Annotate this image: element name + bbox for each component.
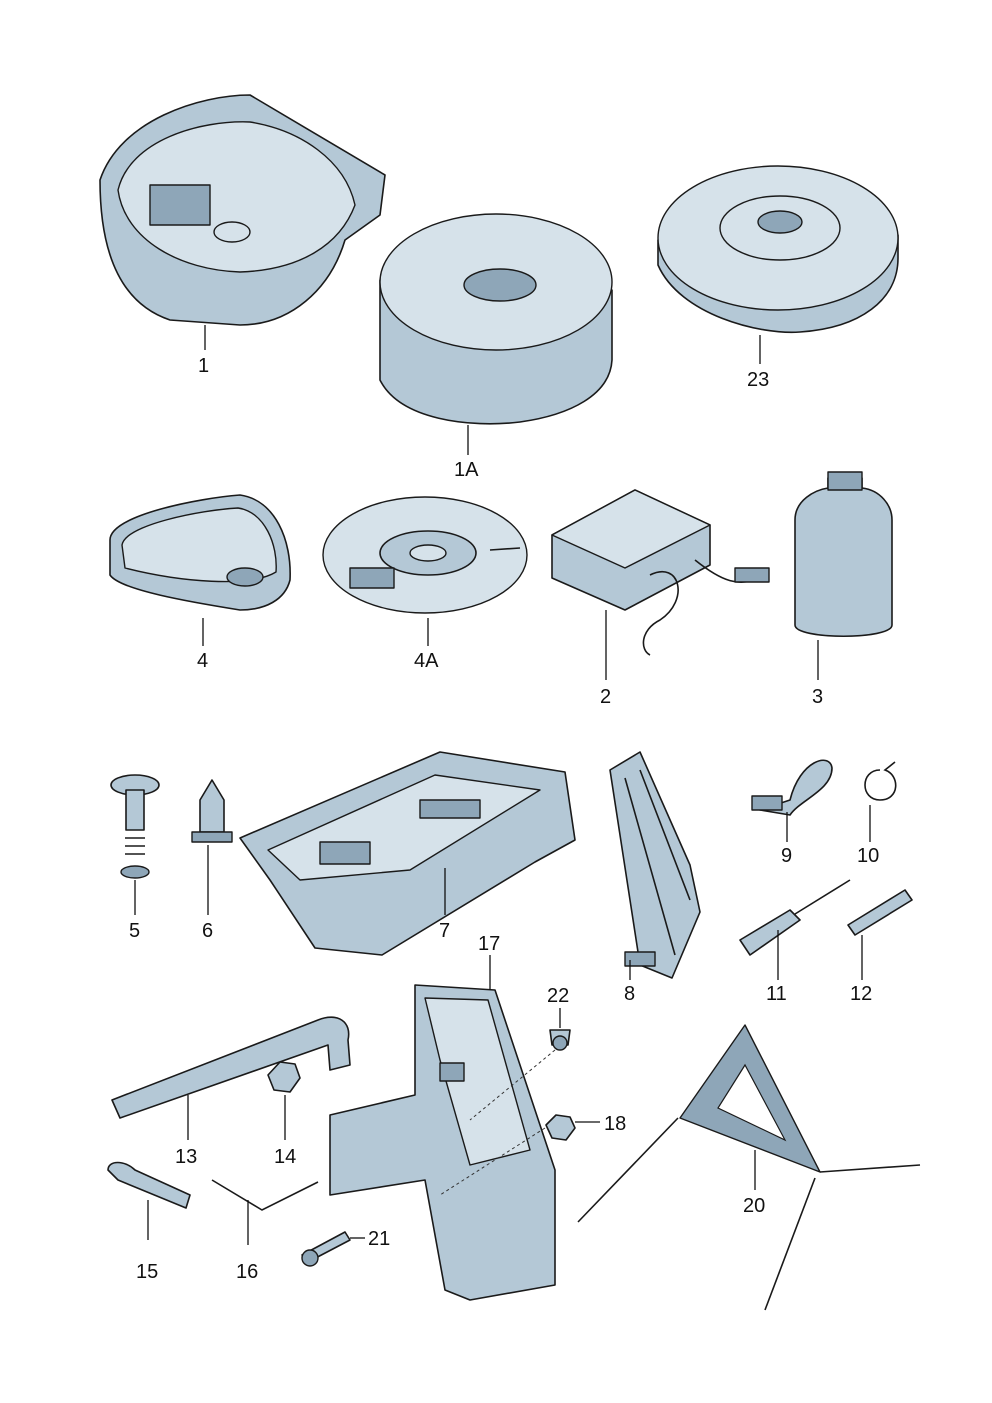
part-2-tyre-compressor xyxy=(551,489,770,656)
part-17-jack-holder xyxy=(329,984,556,1301)
part-4a-round-cover xyxy=(322,496,528,614)
part-22-clip xyxy=(549,1029,571,1051)
callout-1a: 1A xyxy=(454,459,479,481)
part-1-wheel-well-tray xyxy=(99,94,386,326)
callout-10: 10 xyxy=(857,845,879,867)
callout-4: 4 xyxy=(197,650,208,672)
callout-17: 17 xyxy=(478,933,500,955)
part-20-warning-triangle xyxy=(577,1024,921,1311)
part-7-tool-insert xyxy=(239,751,576,956)
part-4-tray xyxy=(109,494,291,611)
part-6-clip xyxy=(191,779,233,843)
callout-11: 11 xyxy=(766,983,787,1005)
part-16-hex-key xyxy=(211,1179,319,1211)
callout-20: 20 xyxy=(743,1195,765,1217)
callout-8: 8 xyxy=(624,983,635,1005)
part-10-spring-clip xyxy=(864,761,897,801)
part-1a-round-insert xyxy=(379,213,613,425)
callout-21: 21 xyxy=(368,1228,390,1250)
part-8-car-jack xyxy=(609,751,701,979)
part-21-screw xyxy=(301,1231,351,1267)
part-18-nut xyxy=(545,1114,576,1141)
part-23-wheel-cover xyxy=(657,165,899,334)
callout-2: 2 xyxy=(600,686,611,708)
callout-13: 13 xyxy=(175,1146,197,1168)
part-13-wheel-wrench xyxy=(111,1016,351,1119)
callout-23: 23 xyxy=(747,369,769,391)
callout-22: 22 xyxy=(547,985,569,1007)
part-12-pin xyxy=(847,889,913,936)
callout-1: 1 xyxy=(198,355,209,377)
callout-7: 7 xyxy=(439,920,450,942)
part-15-hook xyxy=(107,1161,191,1209)
callout-9: 9 xyxy=(781,845,792,867)
part-9-towing-eye xyxy=(751,759,833,816)
callout-4a: 4A xyxy=(414,650,439,672)
callout-14: 14 xyxy=(274,1146,296,1168)
callout-6: 6 xyxy=(202,920,213,942)
callout-3: 3 xyxy=(812,686,823,708)
part-11-screwdriver xyxy=(739,879,851,956)
part-14-wheel-nut xyxy=(267,1061,301,1093)
part-5-wing-bolt xyxy=(110,774,160,879)
part-3-sealant-bottle xyxy=(794,471,893,638)
callout-15: 15 xyxy=(136,1261,158,1283)
callout-16: 16 xyxy=(236,1261,258,1283)
callout-18: 18 xyxy=(604,1113,626,1135)
callout-12: 12 xyxy=(850,983,872,1005)
callout-5: 5 xyxy=(129,920,140,942)
